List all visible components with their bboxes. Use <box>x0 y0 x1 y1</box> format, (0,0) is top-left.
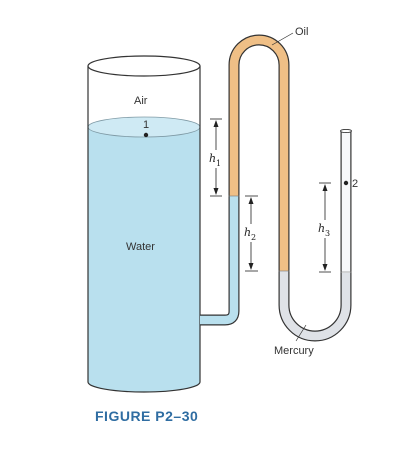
h1-symbol: h <box>209 152 216 165</box>
oil-callout: Oil <box>271 26 308 46</box>
point-1-label: 1 <box>143 119 149 131</box>
point-2-label: 2 <box>352 178 358 190</box>
h2-subscript: 2 <box>251 233 256 242</box>
dimension-h1: h 1 <box>208 118 224 197</box>
dimension-h2: h 2 <box>243 195 260 272</box>
tank-top-rim <box>87 55 201 77</box>
dimension-h3: h 3 <box>317 182 334 273</box>
mercury-callout: Mercury <box>274 324 314 357</box>
h3-subscript: 3 <box>325 229 330 238</box>
manometer-tube <box>200 34 352 342</box>
mercury-label: Mercury <box>274 345 314 357</box>
air-label: Air <box>134 95 148 107</box>
tube-open-end <box>340 128 352 134</box>
h3-symbol: h <box>318 222 325 235</box>
h2-symbol: h <box>244 226 251 239</box>
h1-subscript: 1 <box>216 159 221 168</box>
oil-label: Oil <box>295 26 308 38</box>
figure-caption: FIGURE P2–30 <box>95 408 199 424</box>
water-label: Water <box>126 241 155 253</box>
tank-walls <box>87 66 201 393</box>
tank-water-region <box>88 127 200 392</box>
point-1-marker: 1 <box>143 119 149 138</box>
tube-water-segment <box>200 196 240 326</box>
tank <box>87 55 201 393</box>
point-2-marker: 2 <box>343 178 358 190</box>
